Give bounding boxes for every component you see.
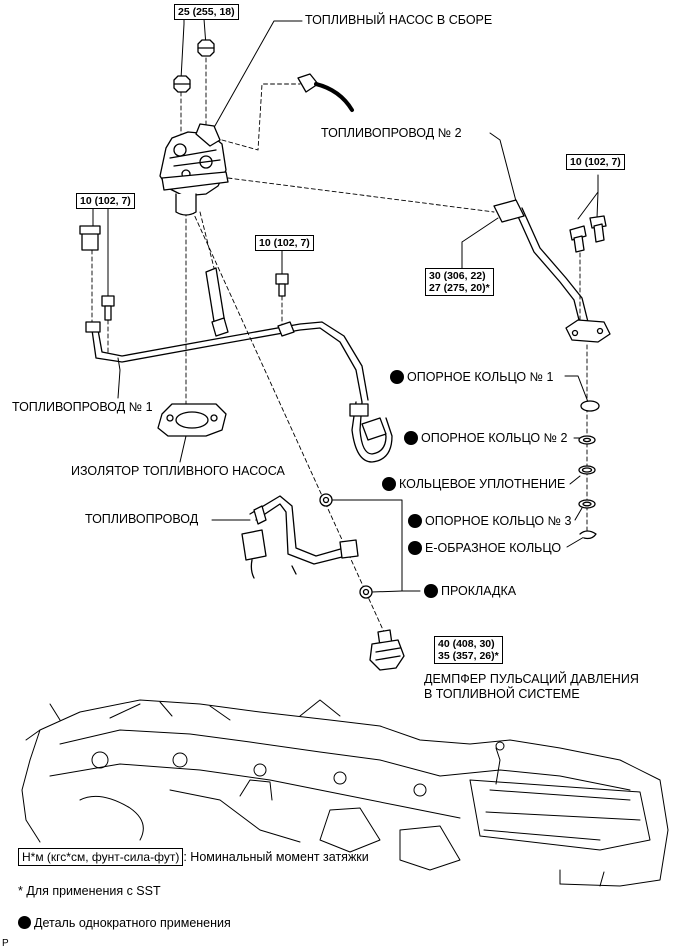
label-fuel-pump-assy: ТОПЛИВНЫЙ НАСОС В СБОРЕ <box>305 13 493 27</box>
label-damper-line1: ДЕМПФЕР ПУЛЬСАЦИЙ ДАВЛЕНИЯ <box>424 672 639 686</box>
pipe1-bolts <box>101 273 289 321</box>
leader-gasket <box>331 499 421 592</box>
e-ring-shape <box>579 530 597 540</box>
pump-detail <box>169 149 221 167</box>
pipe1-return-loop <box>351 401 393 463</box>
mark-gasket <box>424 584 438 598</box>
label-damper-line2: В ТОПЛИВНОЙ СИСТЕМЕ <box>424 687 580 701</box>
leader-fuel-pipe-1 <box>117 357 121 399</box>
legend-non-reusable: Деталь однократного применения <box>18 916 231 930</box>
leader-pipe2-bolts <box>577 174 599 220</box>
torque-pipe2-bolts: 10 (102, 7) <box>566 154 625 170</box>
fuel-hose <box>241 495 359 579</box>
legend-non-reusable-text: Деталь однократного применения <box>34 916 231 930</box>
torque-pipe2-union-line1: 30 (306, 22) <box>429 270 486 282</box>
leader-pump-nuts <box>180 18 185 80</box>
label-fuel-pipe-2: ТОПЛИВОПРОВОД № 2 <box>321 126 462 140</box>
pump-connector-block <box>195 123 221 147</box>
torque-pipe1-bolt: 10 (102, 7) <box>76 193 135 209</box>
pipe1-end-fitting <box>349 403 369 417</box>
pipe1-bolt-b <box>275 273 289 285</box>
seal-rings <box>578 400 600 540</box>
torque-damper-line1: 40 (408, 30) <box>438 638 495 650</box>
pump-lifter <box>205 267 229 337</box>
label-gasket: ПРОКЛАДКА <box>441 584 517 598</box>
dash-pump-connector <box>221 83 301 151</box>
legend-torque-desc: : Номинальный момент затяжки <box>183 850 369 864</box>
leader-fuel-pipe-2 <box>489 132 518 206</box>
label-fuel-pump-insulator: ИЗОЛЯТОР ТОПЛИВНОГО НАСОСА <box>71 464 285 478</box>
leader-backup-ring-3 <box>574 507 583 521</box>
leader-fuel-pump <box>206 20 303 141</box>
fuel-pipe-2 <box>493 199 611 343</box>
mark-backup-ring-1 <box>390 370 404 384</box>
leader-pipe2-bolt-b <box>596 191 599 219</box>
hose-quick-connector <box>241 529 267 561</box>
leader-insulator <box>179 435 187 463</box>
legend-sst-note: * Для применения с SST <box>18 884 161 898</box>
leader-o-ring <box>569 475 581 485</box>
pump-nuts <box>173 39 215 93</box>
label-o-ring: КОЛЬЦЕВОЕ УПЛОТНЕНИЕ <box>399 477 566 491</box>
pipe2-tube-in <box>521 207 589 323</box>
pump-port-1 <box>173 143 187 157</box>
legend-torque: Н*м (кгс*см, фунт-сила-фут): Номинальный… <box>18 848 369 866</box>
pipe1-bolt-a <box>101 295 115 307</box>
label-backup-ring-3: ОПОРНОЕ КОЛЬЦО № 3 <box>425 514 572 528</box>
non-reusable-dot-icon <box>18 916 31 929</box>
fuel-pump-assembly <box>159 123 229 216</box>
pump-wire-harness <box>297 73 354 112</box>
fuel-pipe-1 <box>85 321 393 463</box>
torque-damper-line2: 35 (357, 26)* <box>438 650 499 662</box>
pipe1-union-left <box>85 321 101 333</box>
leader-pipe2-union-torque <box>461 217 499 269</box>
mark-backup-ring-2 <box>404 431 418 445</box>
pipe1-clamp <box>277 321 295 337</box>
engine-block <box>21 699 669 887</box>
pipe1-nut <box>361 417 387 441</box>
leader-backup-ring-1 <box>564 375 589 403</box>
non-reusable-marks <box>382 370 438 598</box>
leader-e-ring <box>566 536 585 548</box>
label-fuel-pipe-1: ТОПЛИВОПРОВОД № 1 <box>12 400 153 414</box>
backup-ring-1-shape <box>580 400 600 412</box>
pipe2-union <box>493 199 525 223</box>
torque-pipe1-mid-bolt: 10 (102, 7) <box>255 235 314 251</box>
torque-pipe2-union: 30 (306, 22) 27 (275, 20)* <box>425 268 494 296</box>
harness-wire <box>314 82 354 112</box>
pipe2-tube <box>515 211 581 325</box>
pump-barrel <box>175 193 197 216</box>
pump-flange <box>161 171 229 191</box>
leader-gasket-b <box>371 590 403 593</box>
dash-pump-to-pipe2 <box>227 177 495 213</box>
label-backup-ring-2: ОПОРНОЕ КОЛЬЦО № 2 <box>421 431 568 445</box>
torque-pipe2-union-line2: 27 (275, 20)* <box>429 282 490 294</box>
mark-e-ring <box>408 541 422 555</box>
pipe2-flange <box>565 319 611 343</box>
dash-pump-to-lifter <box>199 211 215 269</box>
pipe1-return-loop-in <box>359 401 387 455</box>
label-backup-ring-1: ОПОРНОЕ КОЛЬЦО № 1 <box>407 370 554 384</box>
torque-pump-nuts: 25 (255, 18) <box>174 4 239 20</box>
gaskets <box>319 493 373 599</box>
pulsation-damper <box>369 629 405 671</box>
pipe1-tube-outer <box>91 327 363 403</box>
fuel-pump-insulator <box>157 403 227 437</box>
pipe2-bolts <box>569 215 607 253</box>
leader-lines <box>92 18 599 593</box>
dash-pump-to-damper <box>191 209 385 633</box>
mark-o-ring <box>382 477 396 491</box>
corner-mark: P <box>2 938 9 949</box>
pipe1-left-union <box>79 225 101 251</box>
torque-damper: 40 (408, 30) 35 (357, 26)* <box>434 636 503 664</box>
label-e-ring: Е-ОБРАЗНОЕ КОЛЬЦО <box>425 541 562 555</box>
label-fuel-pipe: ТОПЛИВОПРОВОД <box>85 512 199 526</box>
pipe1-tube-inner <box>97 321 369 401</box>
mark-backup-ring-3 <box>408 514 422 528</box>
legend-torque-unit: Н*м (кгс*см, фунт-сила-фут) <box>18 848 184 866</box>
